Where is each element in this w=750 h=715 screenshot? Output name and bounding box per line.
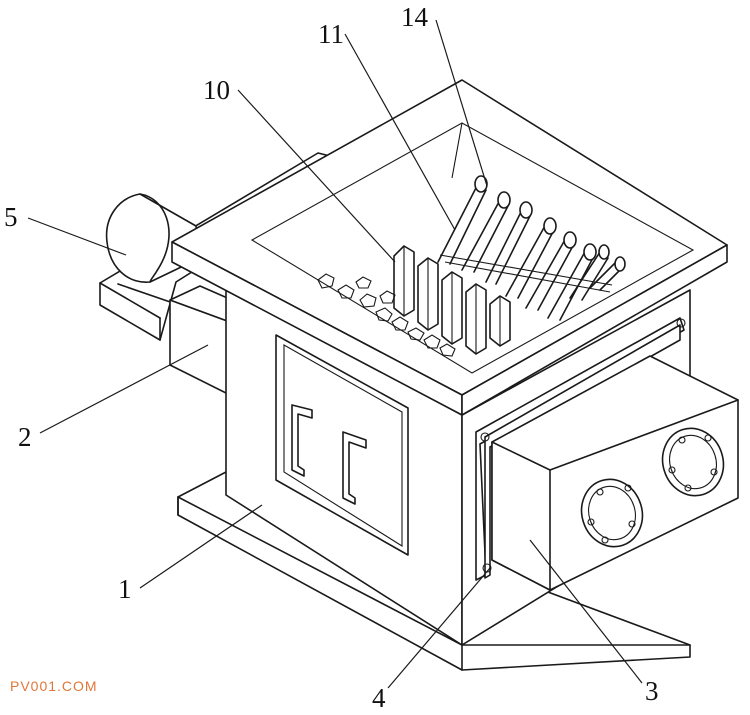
leader-10 — [237, 89, 396, 263]
label-5: 5 — [4, 202, 18, 232]
label-4: 4 — [372, 683, 386, 713]
leader-lines — [27, 19, 643, 689]
shaft-housing — [169, 285, 233, 396]
leader-2 — [39, 344, 209, 434]
label-14: 14 — [401, 2, 429, 32]
bearing-cover-icon — [580, 478, 644, 548]
leader-11 — [344, 33, 456, 231]
leader-5 — [27, 217, 127, 256]
label-10: 10 — [203, 75, 230, 105]
watermark: PV001.COM — [10, 678, 98, 694]
leader-1 — [139, 504, 263, 589]
leader-4 — [387, 567, 491, 689]
callout-labels: 1 2 3 4 5 10 11 14 — [4, 2, 659, 713]
leader-14 — [435, 19, 488, 187]
handle-icon — [291, 404, 313, 477]
bearing-cover-icon — [661, 427, 725, 497]
handle-icon — [342, 431, 367, 505]
blade-row-front — [393, 245, 511, 355]
label-1: 1 — [118, 574, 132, 604]
leader-3 — [529, 539, 643, 684]
material-pieces — [317, 273, 456, 357]
label-11: 11 — [318, 19, 344, 49]
blade-row-back — [437, 175, 626, 321]
gearbox — [475, 317, 739, 591]
hopper — [171, 79, 728, 416]
access-door — [275, 334, 409, 556]
label-3: 3 — [645, 676, 659, 706]
label-2: 2 — [18, 422, 32, 452]
blade-cluster — [317, 175, 626, 357]
